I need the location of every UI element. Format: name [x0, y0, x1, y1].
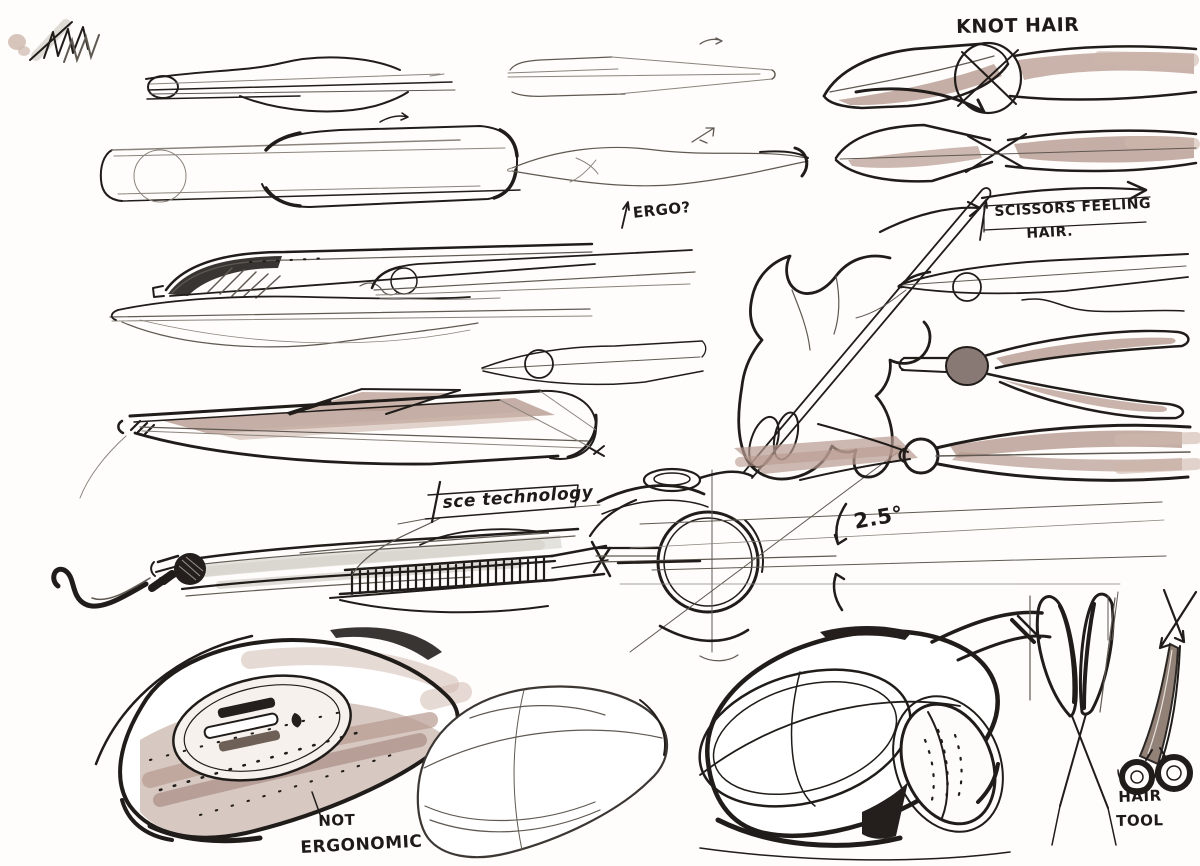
thin-blade-with-hinge-circle: [481, 340, 707, 386]
ergonomic-body-line-sketch: [416, 685, 669, 859]
label-not: NOT: [318, 810, 356, 830]
scissors-with-rings: [1117, 588, 1198, 795]
crossed-scissor-blades: [734, 423, 1200, 482]
thin-blade-row: [855, 253, 1189, 319]
label-hair: HAIR: [1118, 786, 1162, 806]
pen-test-marks: [8, 19, 100, 64]
ergo-arrow: [621, 201, 630, 229]
shaded-profile-study: [152, 242, 596, 299]
sce-technology-box: [397, 480, 601, 525]
ergonomic-body-ink-render: [698, 610, 1052, 861]
straightener-detail-with-cord-and-comb: [51, 517, 612, 614]
straightener-three-quarter-marker: [79, 388, 605, 499]
profile-with-hinge: [370, 249, 696, 300]
label-scissors-hair: HAIR.: [1026, 223, 1074, 242]
ergonomic-body-marker-render: [94, 627, 472, 844]
label-knot-hair: KNOT HAIR: [956, 13, 1080, 38]
label-tool: TOOL: [1116, 811, 1164, 830]
scissors-note-lines: [979, 180, 1151, 241]
tweezer-heart-diagram: [1010, 591, 1119, 846]
straightener-profile-study-2: [99, 112, 521, 208]
hair-knot-blades-top: [822, 41, 1199, 115]
hair-knot-blades-bottom: [834, 123, 1200, 234]
hinge-circle-detail-with-angle: [588, 451, 899, 662]
straightener-profile-study-4: [507, 146, 809, 187]
straightener-profile-study-1: [145, 56, 456, 113]
open-scissor-blades: [898, 329, 1190, 420]
angle-dimension: [619, 501, 1167, 612]
blade-profile-study: [109, 295, 593, 348]
straightener-profile-study-3: [507, 37, 776, 144]
